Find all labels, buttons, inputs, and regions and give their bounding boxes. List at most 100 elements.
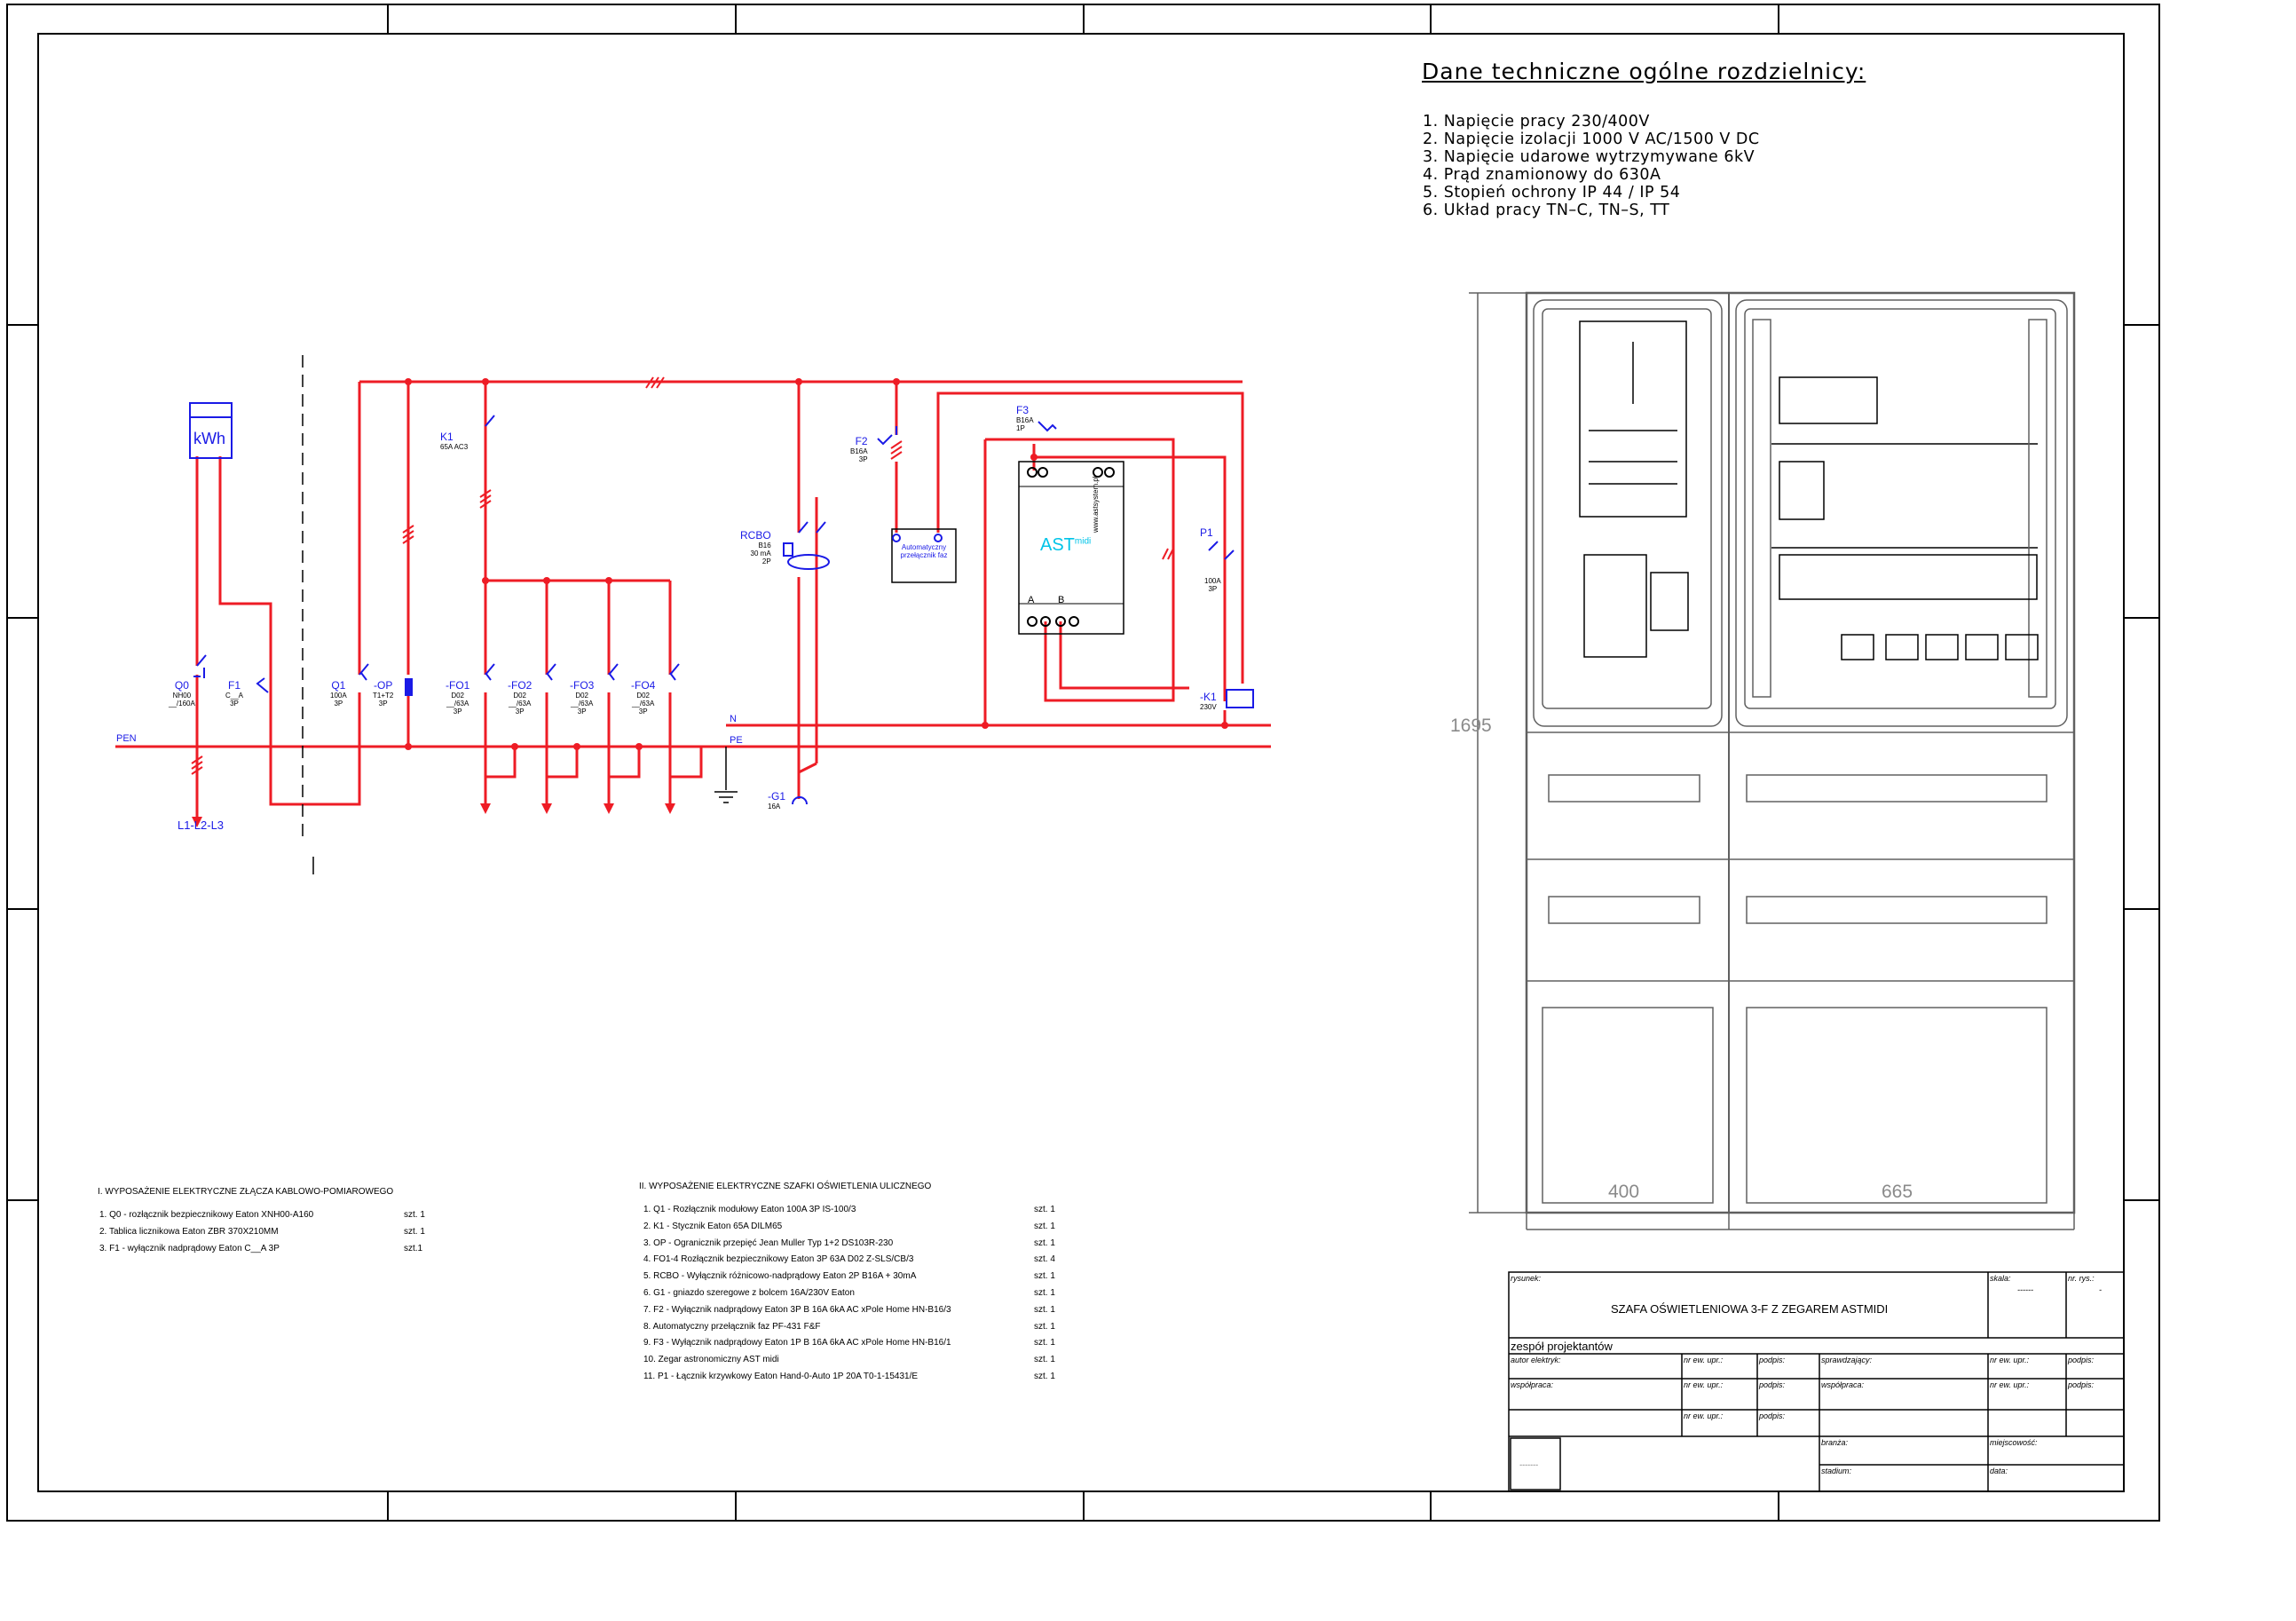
tb-podpis-3: podpis: [1759, 1380, 1786, 1389]
spec-item: 2. Napięcie izolacji 1000 V AC/1500 V DC [1423, 130, 1760, 148]
f2-line2: 3P [858, 455, 868, 463]
tb-nr-upr-4: nr ew. upr.: [1990, 1380, 2030, 1389]
tb-team: zespół projektantów [1511, 1340, 1613, 1353]
list2-qty: szt. 1 [1034, 1287, 1055, 1298]
height-dimension: 1695 [1450, 716, 1492, 736]
cabinet-elevation [1469, 291, 2076, 1230]
list1-qty: szt.1 [404, 1244, 423, 1253]
list2-row: 11. P1 - Łącznik krzywkowy Eaton Hand-0-… [643, 1372, 1061, 1388]
k1-coil-line1: 230V [1200, 703, 1217, 711]
list2-text: 9. F3 - Wyłącznik nadprądowy Eaton 1P B … [643, 1338, 951, 1348]
title-block [1508, 1271, 2125, 1492]
fo1-line2: __/63A [446, 700, 469, 708]
list2-qty: szt. 1 [1034, 1271, 1055, 1282]
tb-nr-upr-3: nr ew. upr.: [1684, 1380, 1724, 1389]
list2-qty: szt. 1 [1034, 1338, 1055, 1348]
f3-line1: B16A [1016, 416, 1034, 424]
list2-title: II. WYPOSAŻENIE ELEKTRYCZNE SZAFKI OŚWIE… [639, 1182, 932, 1191]
q0-line2: __/160A [169, 700, 195, 708]
list2-row: 3. OP - Ogranicznik przepięć Jean Muller… [643, 1238, 1061, 1255]
kwh-meter-box [189, 402, 233, 459]
list1-qty: szt. 1 [404, 1210, 425, 1220]
g1-name: -G1 [768, 790, 786, 803]
supply-label: L1-L2-L3 [178, 818, 225, 832]
fo2-line2: __/63A [508, 700, 532, 708]
pen-label: PEN [116, 733, 137, 744]
list1-row: 2. Tablica licznikowa Eaton ZBR 370X210M… [99, 1227, 428, 1244]
list1-row: 3. F1 - wyłącznik nadprądowy Eaton C__A … [99, 1244, 428, 1261]
fo4-label: -FO4 D02 __/63A 3P [631, 679, 655, 716]
list2-text: 6. G1 - gniazdo szeregowe z bolcem 16A/2… [643, 1287, 855, 1298]
tb-skala-label: skala: [1990, 1274, 2011, 1283]
pf-line1: Automatyczny [901, 543, 947, 551]
tb-podpis-4: podpis: [2068, 1380, 2095, 1389]
list2-items: 1. Q1 - Rozłącznik modułowy Eaton 100A 3… [643, 1205, 1061, 1388]
fo3-label: -FO3 D02 __/63A 3P [570, 679, 594, 716]
q0-name: Q0 [174, 679, 189, 692]
list2-qty: szt. 1 [1034, 1321, 1055, 1332]
list2-qty: szt. 1 [1034, 1304, 1055, 1315]
ast-brand-sup: midi [1074, 536, 1092, 547]
tb-podpis-1: podpis: [1759, 1356, 1786, 1364]
g1-label: -G1 16A [768, 790, 785, 810]
fo4-line1: D02 [636, 692, 651, 700]
k1-coil-label: -K1 230V [1200, 691, 1217, 711]
list1-text: 3. F1 - wyłącznik nadprądowy Eaton C__A … [99, 1244, 280, 1253]
tb-sprawdzajacy-label: sprawdzający: [1821, 1356, 1873, 1364]
ast-web: www.astsystem.pl [1092, 476, 1100, 533]
fo3-line2: __/63A [570, 700, 594, 708]
op-name: -OP [374, 679, 393, 692]
k1-name: K1 [440, 431, 454, 443]
f1-name: F1 [228, 679, 241, 692]
ast-terminal-b: B [1058, 595, 1065, 605]
tb-data-label: data: [1990, 1467, 2008, 1475]
kwh-label: kWh [193, 430, 225, 447]
ground-and-boundary [302, 355, 738, 874]
tb-nr-rys-label: nr. rys.: [2068, 1274, 2095, 1283]
device-symbols [189, 402, 1254, 805]
f3-label: F3 B16A 1P [1016, 404, 1034, 432]
sheet-frame [6, 4, 2160, 1522]
list2-text: 7. F2 - Wyłącznik nadprądowy Eaton 3P B … [643, 1304, 951, 1315]
list2-qty: szt. 4 [1034, 1254, 1055, 1265]
tb-nr-upr-5: nr ew. upr.: [1684, 1411, 1724, 1420]
list2-row: 1. Q1 - Rozłącznik modułowy Eaton 100A 3… [643, 1205, 1061, 1222]
spec-item: 6. Układ pracy TN–C, TN–S, TT [1423, 202, 1670, 219]
list1-items: 1. Q0 - rozłącznik bezpiecznikowy Eaton … [99, 1210, 428, 1261]
q1-name: Q1 [331, 679, 346, 692]
op-line2: 3P [378, 700, 388, 708]
tb-nr-upr-2: nr ew. upr.: [1990, 1356, 2030, 1364]
tb-skala-value: ------ [2017, 1285, 2033, 1294]
fo2-line1: D02 [513, 692, 527, 700]
rcbo-label: RCBO B16 30 mA 2P [740, 529, 771, 565]
fo1-name: -FO1 [446, 679, 470, 692]
f2-name: F2 [855, 435, 868, 447]
ast-brand: ASTmidi [1040, 535, 1091, 556]
fo3-line3: 3P [577, 708, 587, 716]
list1-text: 1. Q0 - rozłącznik bezpiecznikowy Eaton … [99, 1210, 314, 1220]
list2-row: 7. F2 - Wyłącznik nadprądowy Eaton 3P B … [643, 1305, 1061, 1322]
list2-text: 4. FO1-4 Rozłącznik bezpiecznikowy Eaton… [643, 1254, 914, 1265]
list2-qty: szt. 1 [1034, 1205, 1055, 1214]
tb-nr-rys-value: - [2099, 1285, 2102, 1294]
list2-text: 8. Automatyczny przełącznik faz PF-431 F… [643, 1321, 821, 1332]
p1-line1: 100A [1204, 577, 1221, 585]
list2-row: 5. RCBO - Wyłącznik różnicowo-nadprądowy… [643, 1271, 1061, 1288]
fo3-line1: D02 [575, 692, 589, 700]
fo2-label: -FO2 D02 __/63A 3P [508, 679, 532, 716]
tb-podpis-2: podpis: [2068, 1356, 2095, 1364]
list2-qty: szt. 1 [1034, 1355, 1055, 1365]
tb-miejscowosc-label: miejscowość: [1990, 1438, 2038, 1447]
list2-text: 3. OP - Ogranicznik przepięć Jean Muller… [643, 1237, 894, 1248]
op-line1: T1+T2 [373, 692, 394, 700]
list2-row: 8. Automatyczny przełącznik faz PF-431 F… [643, 1322, 1061, 1339]
q1-line1: 100A [330, 692, 347, 700]
circuit-wiring [115, 380, 1271, 817]
op-label: -OP T1+T2 3P [373, 679, 393, 708]
q1-label: Q1 100A 3P [330, 679, 347, 708]
fo1-line3: 3P [453, 708, 462, 716]
tb-wspolpraca-label-2: współpraca: [1821, 1380, 1865, 1389]
